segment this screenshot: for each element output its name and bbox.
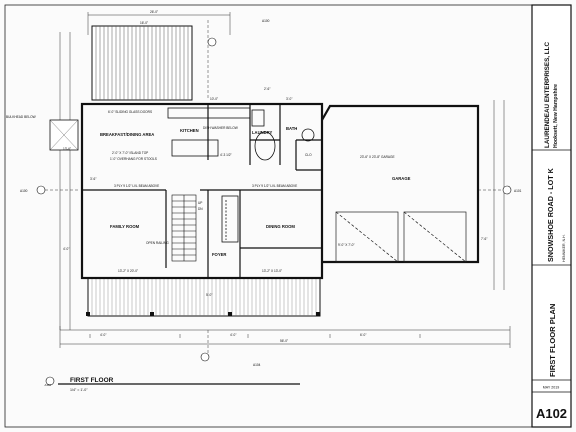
- dim-bottom-a: 4'-0": [100, 333, 106, 337]
- dim-misc-d: 3'-6": [90, 177, 96, 181]
- section-marker-bottom: [200, 352, 210, 362]
- project-name: SNOWSHOE ROAD - LOT K: [546, 167, 555, 262]
- front-porch: [87, 277, 321, 317]
- section-label-left: A100: [20, 189, 28, 193]
- note-stairs-dn: DN: [198, 207, 203, 211]
- note-island-top: 2'-0" X 7'-0" ISLAND TOP: [112, 151, 148, 155]
- room-dining: DINING ROOM: [266, 224, 295, 229]
- dim-dining: 13'-2" X 13'-0": [262, 269, 282, 273]
- drawing-title: FIRST FLOOR 1/4" = 1'-0": [58, 377, 300, 392]
- room-open-railing: OPEN RAILING: [146, 241, 169, 245]
- foyer-closet: [221, 195, 239, 243]
- dim-porch: 5'-0": [206, 293, 212, 297]
- dim-left-a: 13'-6": [63, 147, 71, 151]
- dim-bottom-b: 4'-0": [230, 333, 236, 337]
- section-markers: [36, 37, 512, 386]
- stairs: [171, 194, 197, 262]
- note-overhang: 1'-0" OVERHANG FOR STOOLS: [110, 157, 157, 161]
- bulkhead: [49, 119, 79, 151]
- section-marker-right: [502, 185, 512, 195]
- dim-family: 13'-2" X 20'-0": [118, 269, 138, 273]
- dim-misc-b: 2'-6": [264, 87, 270, 91]
- room-bath: BATH: [286, 126, 297, 131]
- room-breakfast: BREAKFAST/DINING AREA: [100, 132, 154, 137]
- dim-misc-c: 10'-0": [210, 97, 218, 101]
- note-sliding-doors: 6'-0" SLIDING GLASS DOORS: [108, 110, 152, 114]
- room-closet: CLO: [305, 153, 312, 157]
- dim-deck-width: 16'-0": [140, 21, 148, 25]
- dim-bottom-overall: 56'-0": [280, 339, 288, 343]
- sheet-title: FIRST FLOOR PLAN: [548, 304, 557, 377]
- section-marker-left: [36, 185, 46, 195]
- drawing-title-text: FIRST FLOOR: [70, 377, 114, 384]
- sheet-border: [4, 4, 572, 428]
- section-label-bottom: A104: [253, 363, 261, 367]
- note-bulkhead: BULKHEAD BELOW: [6, 115, 36, 119]
- section-marker-top: [207, 37, 217, 47]
- project-town: HENNIKER, N.H.: [562, 234, 566, 262]
- dim-misc-a: 3'-0": [286, 97, 292, 101]
- section-marker-title: [45, 376, 55, 386]
- dim-garage-doors: 9'-0" X 7'-0": [338, 243, 355, 247]
- room-garage: GARAGE: [392, 176, 411, 181]
- room-dishwasher: DISH WASHER BELOW: [203, 126, 238, 130]
- kitchen-counters: [167, 107, 315, 161]
- porch-columns: [86, 312, 320, 316]
- company-location: Hooksett, New Hampshire: [553, 84, 559, 148]
- dimension-lines: [40, 12, 511, 360]
- note-beam-dining: 3 PLY 9 1/2" LVL BEAM ABOVE: [252, 184, 297, 188]
- dim-kitchen: 4'-3 1/2": [220, 153, 232, 157]
- note-garage-size: 23'-6" X 23'-8" GARAGE: [360, 155, 395, 159]
- garage-doors: [335, 211, 467, 263]
- room-foyer: FOYER: [212, 252, 226, 257]
- drawing-scale: 1/4" = 1'-0": [70, 388, 88, 392]
- note-beam-family: 3 PLY 9 1/2" LVL BEAM ABOVE: [114, 184, 159, 188]
- dim-bottom-c: 6'-0": [360, 333, 366, 337]
- rear-deck: [91, 25, 193, 101]
- room-laundry: LAUNDRY: [252, 130, 273, 135]
- sheet-date: MAY 2019: [543, 386, 559, 390]
- room-family: FAMILY ROOM: [110, 224, 140, 229]
- section-label-right: A101: [514, 189, 522, 193]
- room-kitchen: KITCHEN: [180, 128, 199, 133]
- title-block: LAURENDEAU ENTERPRISES, LLC Hooksett, Ne…: [531, 4, 572, 428]
- note-stairs-up: UP: [198, 201, 202, 205]
- dim-left-b: 4'-0": [63, 247, 69, 251]
- section-label-top: A100: [262, 19, 270, 23]
- section-label-title: A102: [45, 383, 52, 387]
- dim-right-a: 7'-6": [481, 237, 487, 241]
- dim-top-overall: 26'-0": [150, 10, 158, 14]
- company-name: LAURENDEAU ENTERPRISES, LLC: [544, 42, 551, 148]
- sheet-number: A102: [536, 406, 567, 421]
